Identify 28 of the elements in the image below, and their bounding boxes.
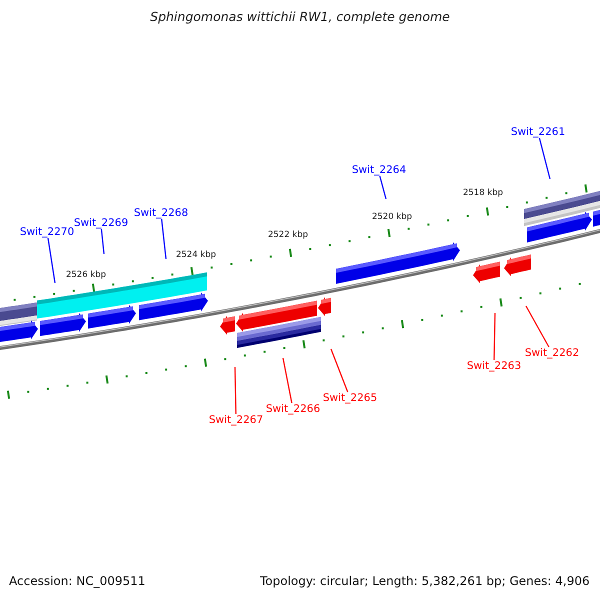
gene-label: Swit_2267 — [208, 414, 264, 426]
footer-text: Topology: circular; Length: 5,382,261 bp; Genes: 4,906 — [260, 574, 590, 588]
gene-label: Swit_2264 — [352, 164, 406, 176]
leader-line — [525, 306, 550, 348]
gene-label: Swit_2268 — [134, 207, 188, 219]
leader-line — [538, 138, 551, 180]
gene-label: Swit_2261 — [510, 126, 566, 138]
gene-label: Swit_2265 — [322, 392, 378, 404]
leader-line — [494, 312, 496, 360]
scale-label: 2522 kbp — [268, 230, 308, 240]
leader-line — [47, 238, 56, 284]
scale-label: 2520 kbp — [372, 212, 412, 222]
gene-label: Swit_2266 — [266, 403, 320, 415]
gene-label: Swit_2270 — [20, 226, 74, 238]
chart-title: Sphingomonas wittichii RW1, complete genome — [149, 9, 451, 24]
gene-label: Swit_2263 — [466, 360, 522, 372]
scale-label: 2518 kbp — [462, 188, 504, 198]
leader-line — [379, 176, 387, 200]
scale-label: 2524 kbp — [176, 250, 216, 260]
leader-line — [100, 228, 105, 254]
footer-text: Accession: NC_009511 — [9, 574, 146, 588]
scale-label: 2526 kbp — [66, 270, 106, 280]
leader-line — [161, 218, 167, 260]
leader-line — [282, 358, 292, 404]
gene-label: Swit_2269 — [74, 217, 128, 229]
leader-line — [234, 366, 236, 414]
leader-line — [330, 348, 348, 392]
gene-label: Swit_2262 — [524, 347, 580, 359]
